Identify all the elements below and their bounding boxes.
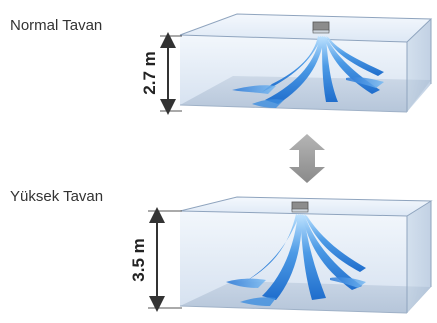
- normal-ceiling-label: Normal Tavan: [10, 17, 103, 34]
- normal-ceiling-room: [179, 13, 433, 113]
- ceiling-unit: [291, 201, 309, 213]
- airflow-streams: [226, 214, 366, 306]
- room-front-wall: [180, 35, 407, 112]
- high-height-value: 3.5 m: [129, 238, 148, 281]
- normal-height-value: 2.7 m: [140, 51, 159, 94]
- double-headed-vertical-arrow-icon: [289, 134, 325, 183]
- high-ceiling-room: [179, 196, 433, 314]
- room-side-wall: [407, 19, 431, 112]
- normal-height-dimension: 2.7 m: [140, 32, 182, 115]
- high-height-dimension: 3.5 m: [129, 207, 182, 312]
- ceiling-unit: [312, 21, 330, 34]
- room-ceiling: [180, 14, 431, 42]
- airflow-streams: [232, 36, 384, 108]
- high-ceiling-label: Yüksek Tavan: [10, 188, 104, 205]
- room-side-wall: [407, 201, 431, 313]
